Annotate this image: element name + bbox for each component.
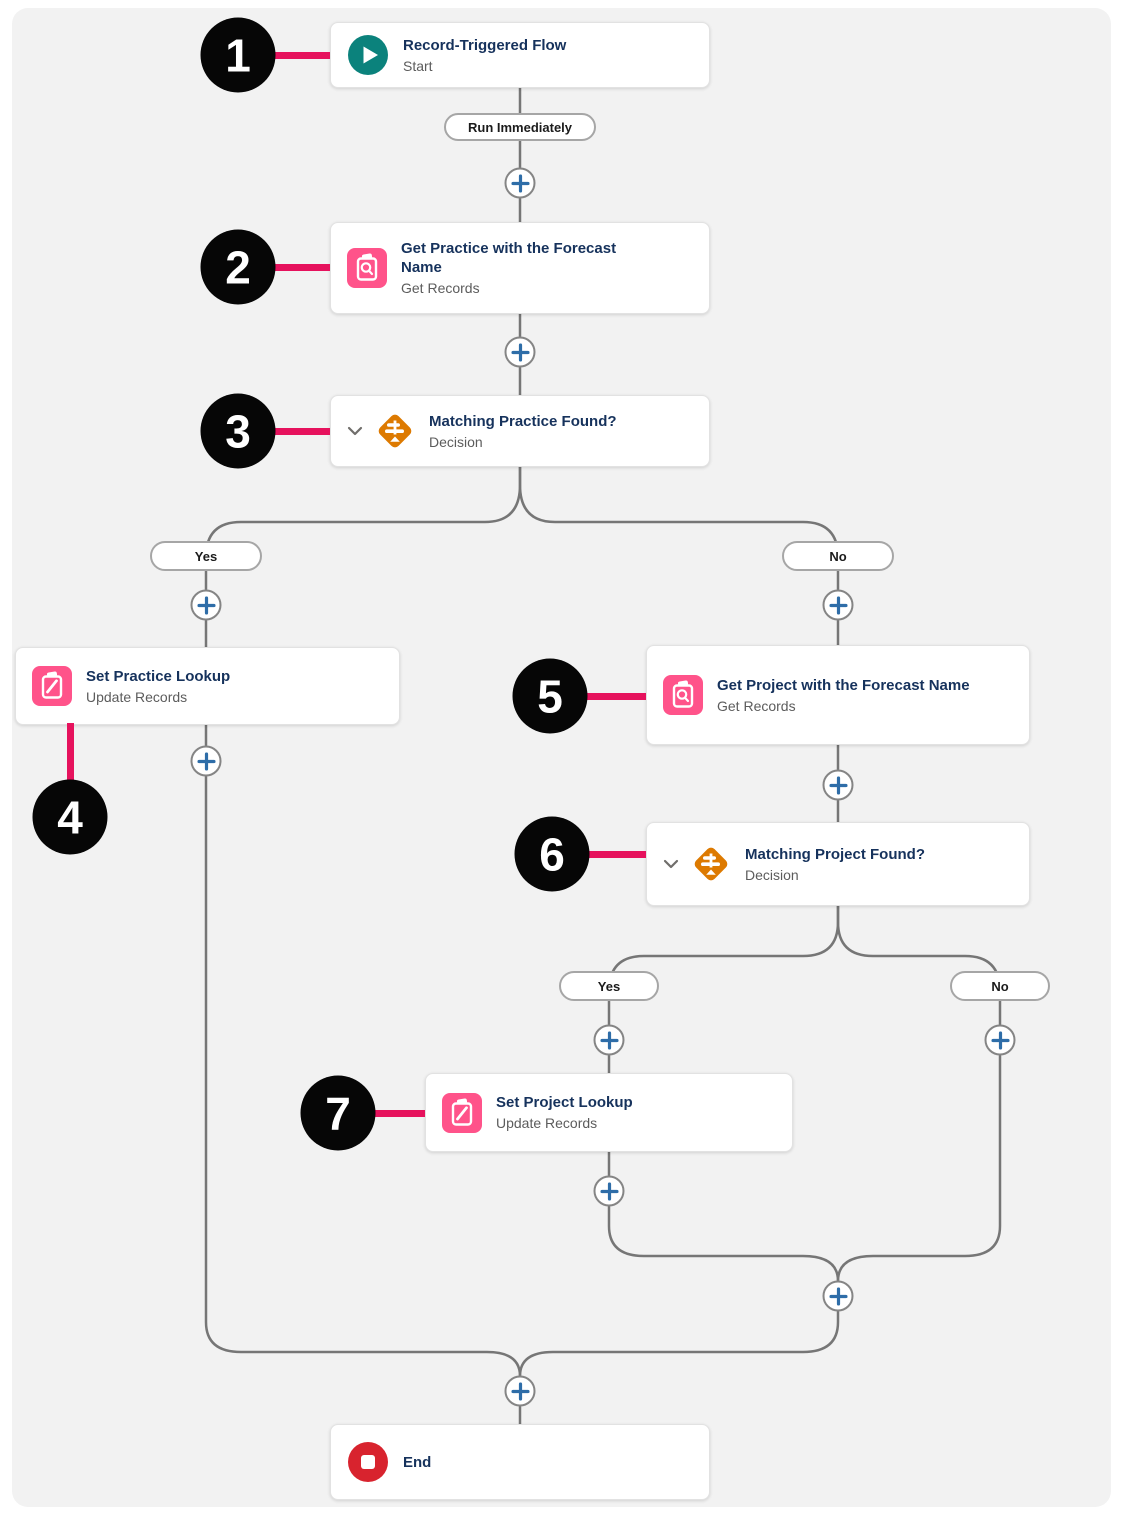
- update-records-icon: [442, 1092, 482, 1133]
- node-subtitle: Update Records: [496, 1115, 598, 1131]
- callout-5: 5: [512, 658, 588, 734]
- flow-node-end[interactable]: End: [330, 1424, 710, 1500]
- node-subtitle: Decision: [429, 433, 483, 450]
- node-title: Record-Triggered Flow: [403, 36, 567, 54]
- add-element-button[interactable]: [822, 1280, 854, 1312]
- node-subtitle: Start: [403, 57, 433, 74]
- add-element-button[interactable]: [593, 1024, 625, 1056]
- callout-7: 7: [300, 1075, 376, 1151]
- node-subtitle: Get Records: [401, 280, 480, 296]
- node-subtitle: Get Records: [717, 697, 796, 714]
- add-element-button[interactable]: [190, 589, 222, 621]
- callout-connector: [272, 263, 330, 271]
- branch-label-yes-practice: Yes: [150, 541, 262, 571]
- update-records-icon: [32, 666, 72, 706]
- node-subtitle: Update Records: [86, 688, 188, 705]
- flow-node-set-project[interactable]: Set Project Lookup Update Records: [425, 1073, 793, 1152]
- add-element-button[interactable]: [822, 769, 854, 801]
- run-immediately-label: Run Immediately: [444, 113, 596, 141]
- chevron-down-icon[interactable]: [347, 426, 363, 436]
- add-element-button[interactable]: [190, 745, 222, 777]
- add-element-button[interactable]: [504, 1375, 536, 1407]
- node-title: Set Practice Lookup: [86, 667, 231, 685]
- add-element-button[interactable]: [504, 336, 536, 368]
- callout-4: 4: [32, 779, 108, 855]
- node-subtitle: Decision: [745, 866, 799, 883]
- flow-node-set-practice[interactable]: Set Practice Lookup Update Records: [15, 647, 400, 725]
- add-element-button[interactable]: [984, 1024, 1016, 1056]
- flow-start-icon: [347, 34, 389, 76]
- node-title: Matching Project Found?: [745, 845, 925, 863]
- flow-node-decision-practice[interactable]: Matching Practice Found? Decision: [330, 395, 710, 467]
- callout-connector: [586, 850, 646, 858]
- callout-connector: [272, 427, 330, 435]
- callout-connector: [372, 1109, 425, 1117]
- branch-label-no-practice: No: [782, 541, 894, 571]
- branch-label-no-project: No: [950, 971, 1050, 1001]
- node-title: Set Project Lookup: [496, 1094, 633, 1111]
- node-title: Get Practice with the Forecast Name: [401, 240, 617, 276]
- get-records-icon: [663, 675, 703, 715]
- node-title: End: [403, 1453, 432, 1471]
- callout-3: 3: [200, 393, 276, 469]
- add-element-button[interactable]: [822, 589, 854, 621]
- flow-node-start[interactable]: Record-Triggered Flow Start: [330, 22, 710, 88]
- callout-2: 2: [200, 229, 276, 305]
- chevron-down-icon[interactable]: [663, 859, 679, 869]
- callout-1: 1: [200, 17, 276, 93]
- callout-connector: [66, 723, 74, 782]
- get-records-icon: [347, 248, 387, 288]
- callout-connector: [272, 51, 330, 59]
- flow-node-get-practice[interactable]: Get Practice with the Forecast Name Get …: [330, 222, 710, 314]
- node-title: Matching Practice Found?: [429, 412, 617, 430]
- flow-node-decision-project[interactable]: Matching Project Found? Decision: [646, 822, 1030, 906]
- callout-connector: [584, 692, 646, 700]
- node-title: Get Project with the Forecast Name: [717, 676, 970, 694]
- callout-6: 6: [514, 816, 590, 892]
- decision-icon: [371, 407, 419, 455]
- decision-icon: [687, 840, 735, 888]
- branch-label-yes-project: Yes: [559, 971, 659, 1001]
- add-element-button[interactable]: [593, 1175, 625, 1207]
- end-icon: [347, 1441, 389, 1483]
- add-element-button[interactable]: [504, 167, 536, 199]
- flow-node-get-project[interactable]: Get Project with the Forecast Name Get R…: [646, 645, 1030, 745]
